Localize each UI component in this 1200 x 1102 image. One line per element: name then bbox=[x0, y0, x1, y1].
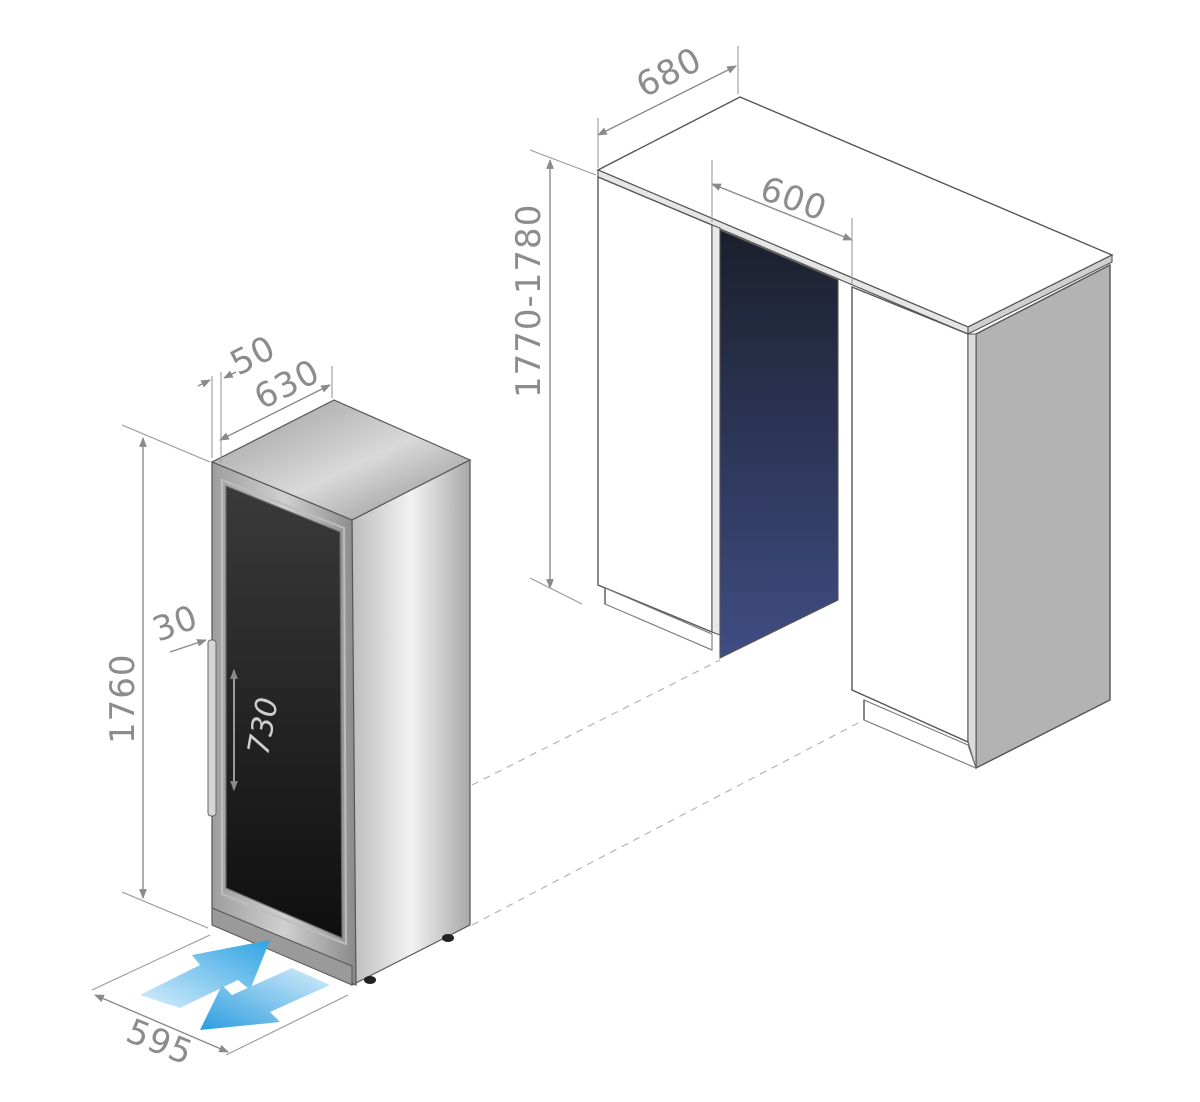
appliance-side bbox=[351, 459, 471, 986]
airflow-arrows bbox=[140, 940, 330, 1030]
right-cabinet-front bbox=[851, 285, 969, 744]
arrow-in-icon bbox=[140, 940, 270, 1008]
niche-opening bbox=[719, 229, 839, 659]
projection-lines bbox=[471, 659, 861, 926]
label-niche-depth-680: 680 bbox=[630, 40, 709, 106]
arrow-out-icon bbox=[200, 968, 330, 1030]
door-handle bbox=[207, 639, 217, 817]
wine-cabinet-appliance bbox=[207, 399, 472, 986]
door-glass-bezel bbox=[221, 478, 348, 946]
dimension-lines bbox=[91, 46, 853, 1056]
door-glass bbox=[225, 485, 343, 939]
label-niche-height: 1770-1780 bbox=[509, 204, 549, 398]
appliance-plinth bbox=[211, 907, 353, 986]
cabinet-niche bbox=[596, 96, 1114, 770]
right-cabinet-side bbox=[975, 263, 1111, 770]
worktop-side bbox=[967, 254, 1113, 335]
appliance-foot-rear bbox=[442, 934, 454, 942]
left-cabinet-edge bbox=[711, 224, 721, 636]
label-width-595: 595 bbox=[121, 1011, 199, 1074]
left-cabinet-front bbox=[597, 175, 713, 634]
right-cabinet-edge bbox=[967, 333, 977, 769]
appliance-foot-front bbox=[364, 976, 376, 984]
label-handle-30: 30 bbox=[147, 597, 203, 650]
label-height-1760: 1760 bbox=[103, 653, 143, 744]
